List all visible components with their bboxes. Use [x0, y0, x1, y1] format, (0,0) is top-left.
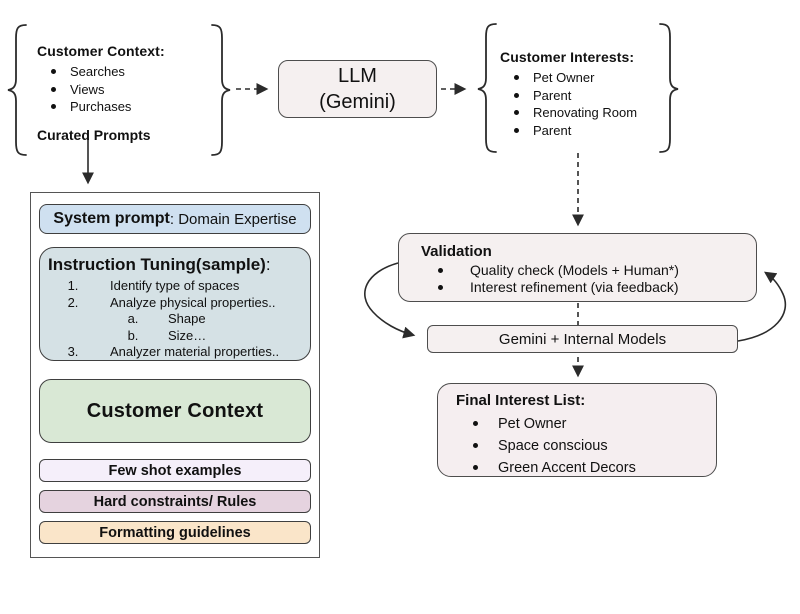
instruction-tuning-title: Instruction Tuning(sample): [48, 255, 271, 274]
prompt-structure-panel: System prompt: Domain Expertise Instruct… [30, 192, 320, 558]
list-item: Space conscious [456, 435, 716, 457]
bullet-icon [473, 465, 478, 470]
validation-list: Quality check (Models + Human*) Interest… [421, 262, 756, 296]
list-item: Renovating Room [500, 104, 665, 122]
list-item: Pet Owner [500, 69, 665, 87]
final-interest-list: Pet Owner Space conscious Green Accent D… [456, 413, 716, 479]
bullet-icon [438, 285, 443, 290]
customer-interests-block: Customer Interests: Pet Owner Parent Ren… [500, 48, 665, 139]
system-prompt-box: System prompt: Domain Expertise [39, 204, 311, 234]
list-item: 2.Analyze physical properties.. [67, 294, 276, 310]
arrow-loop-gemini-to-validation [737, 271, 787, 342]
customer-context-block: Customer Context: Searches Views Purchas… [37, 42, 207, 143]
bullet-icon [438, 268, 443, 273]
right-block-open-brace-icon [477, 23, 497, 153]
llm-sublabel: (Gemini) [319, 91, 396, 113]
gemini-internal-models-box: Gemini + Internal Models [427, 325, 738, 353]
list-item: a.Shape [127, 311, 206, 326]
list-item: Parent [500, 87, 665, 105]
customer-interests-title: Customer Interests: [500, 49, 635, 65]
bullet-icon [514, 75, 519, 80]
left-block-close-brace-icon [211, 24, 231, 156]
final-interest-list-box: Final Interest List: Pet Owner Space con… [437, 383, 717, 477]
few-shot-examples-box: Few shot examples [39, 459, 311, 482]
list-item: Quality check (Models + Human*) [421, 262, 756, 279]
list-item: Interest refinement (via feedback) [421, 279, 756, 296]
bullet-icon [51, 86, 56, 92]
customer-context-title: Customer Context: [37, 43, 165, 59]
llm-label: LLM [338, 65, 377, 87]
left-block-open-brace-icon [7, 24, 27, 156]
list-item: 1.Identify type of spaces [67, 278, 240, 293]
bullet-icon [51, 104, 56, 109]
list-item: Parent [500, 122, 665, 140]
list-item: 3.Analyzer material properties.. [67, 344, 280, 359]
instruction-tuning-box: Instruction Tuning(sample): 1.Identify t… [39, 247, 311, 361]
curated-prompts-label: Curated Prompts [37, 126, 151, 143]
customer-context-box: Customer Context [39, 379, 311, 443]
bullet-icon [51, 69, 56, 74]
list-item: Pet Owner [456, 413, 716, 435]
list-item: Purchases [37, 98, 207, 116]
bullet-icon [514, 127, 519, 133]
system-prompt-value: : Domain Expertise [169, 210, 297, 228]
list-item: b.Size… [127, 327, 207, 343]
customer-interests-list: Pet Owner Parent Renovating Room Parent [500, 69, 665, 139]
formatting-guidelines-box: Formatting guidelines [39, 521, 311, 544]
instruction-tuning-list: 1.Identify type of spaces 2.Analyze phys… [48, 278, 302, 361]
bullet-icon [473, 443, 478, 448]
bullet-icon [473, 421, 478, 426]
bullet-icon [514, 92, 519, 98]
validation-box: Validation Quality check (Models + Human… [398, 233, 757, 302]
bullet-icon [514, 110, 519, 115]
arrow-loop-validation-to-gemini [364, 262, 416, 339]
customer-context-list: Searches Views Purchases [37, 63, 207, 116]
final-interest-title: Final Interest List: [456, 392, 586, 409]
list-item: Green Accent Decors [456, 457, 716, 479]
right-block-close-brace-icon [659, 23, 679, 153]
system-prompt-label: System prompt [53, 210, 170, 227]
list-item: Searches [37, 63, 207, 81]
list-item: Views [37, 81, 207, 99]
hard-constraints-box: Hard constraints/ Rules [39, 490, 311, 513]
validation-title: Validation [421, 243, 492, 260]
llm-gemini-box: LLM (Gemini) [278, 60, 437, 118]
